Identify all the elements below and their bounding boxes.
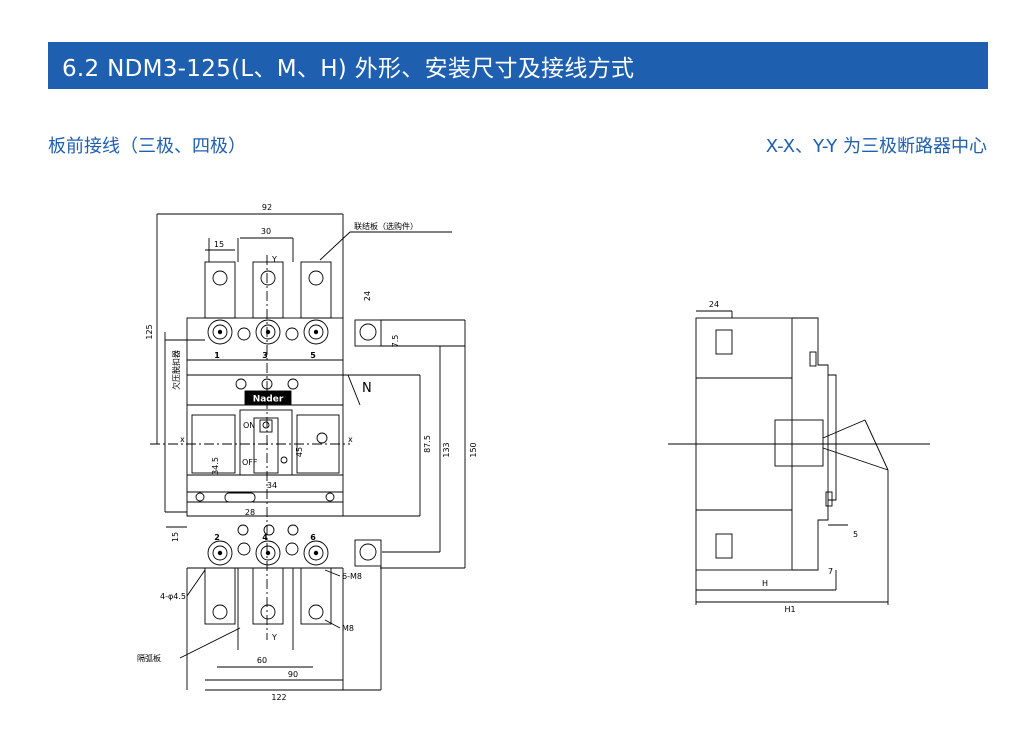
busbar-top-5 [300,261,332,319]
mounting-hole-label: 4-φ4.5 [160,592,186,601]
terminal-1: 1 [214,351,220,360]
terminal-6: 6 [310,533,316,542]
side-dim-h1: H1 [784,605,795,614]
dim-122: 122 [271,693,286,702]
dim-15-top: 15 [214,240,224,249]
dim-90: 90 [288,670,298,679]
y-axis-top: Y [271,255,277,264]
dim-92: 92 [262,203,272,212]
subtitle-axis-note: X-X、Y-Y 为三极断路器中心 [765,136,987,157]
busbar-bottom-4 [252,567,284,625]
subtitle-front-wiring: 板前接线（三极、四极） [48,136,246,157]
dim-28: 28 [245,508,255,517]
busbar-bottom-2 [204,567,236,625]
terminal-4: 4 [262,533,268,542]
y-axis-bottom: Y [271,633,277,642]
dim-24: 24 [363,291,372,301]
dim-125: 125 [145,324,154,339]
busbar-bottom-6 [300,567,332,625]
side-dim-7: 7 [828,567,833,576]
busbar-top-3 [252,261,284,319]
section-title: 6.2 NDM3-125(L、M、H) 外形、安装尺寸及接线方式 [62,55,635,82]
dim-7-5: 7.5 [391,335,400,348]
dim-60: 60 [257,656,267,665]
x-axis-left: x [180,435,185,444]
arc-plate-label: 隔弧板 [137,653,161,663]
m8-label: M8 [342,624,354,633]
section-title-bar: 6.2 NDM3-125(L、M、H) 外形、安装尺寸及接线方式 [48,42,988,89]
dim-34: 34 [267,481,277,490]
operating-handle [253,417,279,474]
off-label: OFF [242,458,258,467]
dim-30: 30 [261,227,271,236]
front-view [150,213,466,691]
dim-45: 45 [295,447,304,457]
side-dim-5: 5 [853,530,858,539]
brand-plate [244,390,292,405]
dim-34-5: 34.5 [211,457,220,475]
x-axis-right: x [348,435,353,444]
n-pole-label: N [362,381,372,396]
terminal-5: 5 [310,351,316,360]
side-view [668,310,930,605]
dim-87-5: 87.5 [423,435,432,453]
terminal-screw-label: 6-M8 [342,572,362,581]
dim-133: 133 [442,442,451,457]
breaker-body [186,317,344,517]
on-label: ON [243,421,255,430]
dim-15-bottom: 15 [171,532,180,542]
busbar-top-1 [204,261,236,319]
side-dim-h: H [762,579,768,588]
terminal-3: 3 [262,351,268,360]
terminal-2: 2 [214,533,220,542]
dim-150: 150 [469,442,478,457]
undervoltage-release-label: 欠压脱扣器 [171,350,181,390]
brand-text: Nader [253,395,284,405]
side-dim-24: 24 [709,300,719,309]
linkage-plate-label: 联结板（选购件） [354,221,418,231]
